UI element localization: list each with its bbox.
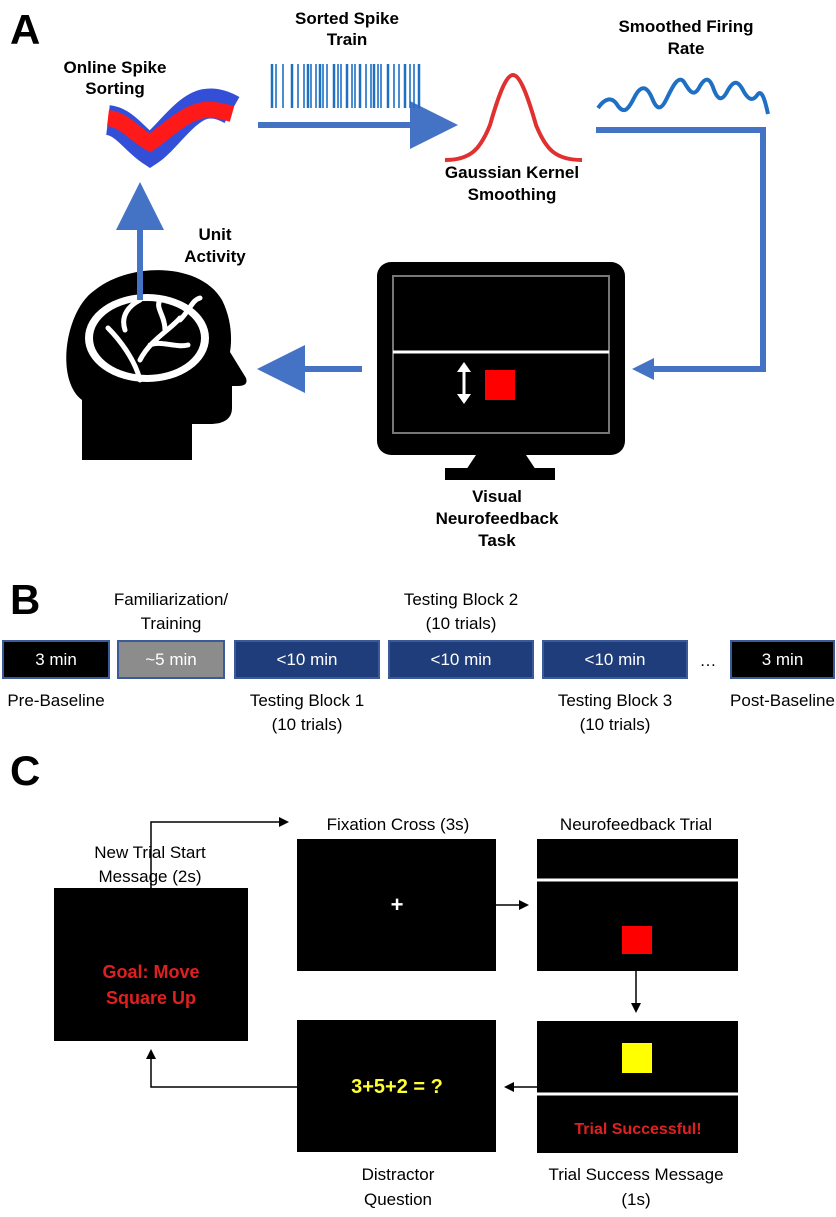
neurofeedback-task-label-line3: Task bbox=[478, 531, 516, 550]
monitor-icon bbox=[377, 262, 625, 480]
timeline-caption-4: (10 trials) bbox=[426, 614, 497, 633]
smoothed-rate-label-line2: Rate bbox=[668, 39, 705, 58]
timeline-caption-2: Familiarization/ bbox=[114, 590, 229, 609]
distractor-label-line1: Distractor bbox=[362, 1165, 435, 1184]
neurofeedback-trial-label: Neurofeedback Trial bbox=[560, 815, 712, 834]
success-label-line2: (1s) bbox=[621, 1190, 650, 1209]
success-label-line1: Trial Success Message bbox=[548, 1165, 723, 1184]
timeline-caption-1: Pre-Baseline bbox=[7, 691, 104, 710]
timeline-caption-2: Training bbox=[141, 614, 202, 633]
neurofeedback-task-label-line2: Neurofeedback bbox=[436, 509, 559, 528]
timeline-box-4 bbox=[388, 640, 534, 679]
unit-activity-label-line1: Unit bbox=[198, 225, 231, 244]
gaussian-label-line2: Smoothing bbox=[468, 185, 557, 204]
timeline-caption-3: (10 trials) bbox=[272, 715, 343, 734]
spike-waveforms-icon bbox=[104, 88, 240, 169]
neurofeedback-task-label-line1: Visual bbox=[472, 487, 522, 506]
up-down-arrow-icon bbox=[457, 362, 471, 404]
smoothed-rate-label-line1: Smoothed Firing bbox=[618, 17, 753, 36]
timeline-caption-5: (10 trials) bbox=[580, 715, 651, 734]
firing-rate-trace-icon bbox=[596, 77, 770, 115]
success-yellow-square bbox=[622, 1043, 652, 1073]
goal-text-line2: Square Up bbox=[106, 988, 196, 1008]
distractor-text: 3+5+2 = ? bbox=[351, 1076, 443, 1098]
sorted-spike-train-label-line2: Train bbox=[327, 30, 368, 49]
goal-text-line1: Goal: Move bbox=[102, 962, 199, 982]
panel-c-letter: C bbox=[10, 747, 40, 794]
fixation-screen bbox=[297, 839, 496, 971]
timeline-caption-4: Testing Block 2 bbox=[404, 590, 518, 609]
gaussian-kernel-icon bbox=[444, 72, 583, 162]
online-spike-sorting-label-line2: Sorting bbox=[85, 79, 145, 98]
arrow-rate-to-monitor bbox=[596, 127, 766, 372]
timeline-caption-3: Testing Block 1 bbox=[250, 691, 364, 710]
sorted-spike-train-label-line1: Sorted Spike bbox=[295, 9, 399, 28]
spike-train-icon bbox=[270, 64, 421, 108]
fixation-cross-symbol: + bbox=[391, 892, 404, 917]
panel-a-letter: A bbox=[10, 6, 40, 53]
new-trial-screen bbox=[54, 888, 248, 1041]
timeline-caption-6: Post-Baseline bbox=[730, 691, 835, 710]
timeline-box-5 bbox=[542, 640, 688, 679]
arrow-start-to-fixation bbox=[150, 817, 289, 888]
monitor-red-square bbox=[485, 370, 515, 400]
online-spike-sorting-label-line1: Online Spike bbox=[64, 58, 167, 77]
distractor-label-line2: Question bbox=[364, 1190, 432, 1209]
timeline-box-label-6: 3 min bbox=[762, 650, 804, 669]
timeline-box-label-4: <10 min bbox=[431, 650, 492, 669]
arrow-distractor-to-start bbox=[146, 1049, 297, 1088]
timeline-box-6 bbox=[730, 640, 835, 679]
timeline-ellipsis: … bbox=[700, 651, 717, 670]
timeline-box-label-3: <10 min bbox=[277, 650, 338, 669]
arrow-rate-to-monitor-head bbox=[632, 358, 654, 380]
head-brain-icon bbox=[66, 270, 247, 460]
new-trial-label-line1: New Trial Start bbox=[94, 843, 206, 862]
new-trial-label-line2: Message (2s) bbox=[99, 867, 202, 886]
gaussian-label-line1: Gaussian Kernel bbox=[445, 163, 579, 182]
panel-b-letter: B bbox=[10, 576, 40, 623]
unit-activity-label-line2: Activity bbox=[184, 247, 246, 266]
timeline-box-label-5: <10 min bbox=[585, 650, 646, 669]
timeline-box-label-2: ~5 min bbox=[145, 650, 197, 669]
success-text: Trial Successful! bbox=[574, 1121, 701, 1138]
timeline-box-1 bbox=[2, 640, 110, 679]
neurofeedback-red-square bbox=[622, 926, 652, 954]
timeline-box-2 bbox=[117, 640, 225, 679]
fixation-label: Fixation Cross (3s) bbox=[327, 815, 470, 834]
distractor-screen bbox=[297, 1020, 496, 1152]
timeline-caption-5: Testing Block 3 bbox=[558, 691, 672, 710]
timeline-box-label-1: 3 min bbox=[35, 650, 77, 669]
timeline-box-3 bbox=[234, 640, 380, 679]
